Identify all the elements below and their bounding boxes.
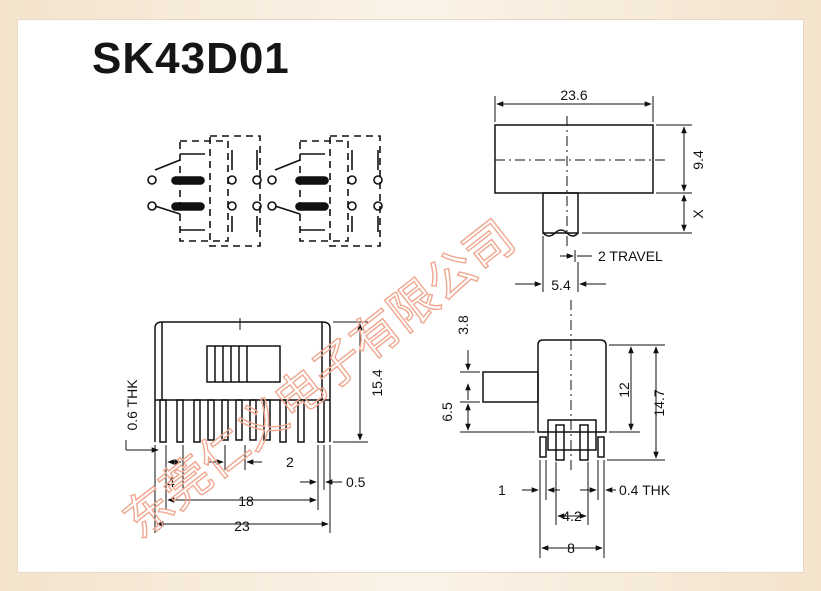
side-actuator xyxy=(542,192,579,234)
side-view xyxy=(494,96,692,292)
dim-span-18-label: 18 xyxy=(238,493,254,509)
dim-pitch-2-label: 2 xyxy=(286,454,294,470)
side-view-labels: 23.6 9.4 X 2 TRAVEL 5.4 xyxy=(551,87,706,293)
dim-width-23-label: 23 xyxy=(234,518,250,534)
front-body-outline xyxy=(154,321,331,442)
dim-x-label: X xyxy=(690,209,706,219)
dim-pin-1-label: 1 xyxy=(498,482,506,498)
watermark-text: 东莞仁义电子有限公司 xyxy=(113,210,526,550)
drawing-sheet xyxy=(18,20,803,572)
dim-width-8-label: 8 xyxy=(567,540,575,556)
dim-pin-thk-label: 0.4 THK xyxy=(619,482,671,498)
dim-width-label: 23.6 xyxy=(560,87,587,103)
dim-pitch-4-label: 4 xyxy=(167,474,175,490)
dim-actuator-65-label: 6.5 xyxy=(439,402,455,422)
end-body-outline xyxy=(537,339,607,433)
end-view xyxy=(460,300,665,558)
dim-body-12-label: 12 xyxy=(616,382,632,398)
thk-06-label: 0.6 THK xyxy=(124,379,140,431)
part-number-title: SK43D01 xyxy=(92,34,290,83)
dim-pitch-42-label: 4.2 xyxy=(562,508,582,524)
dim-actuator-38-label: 3.8 xyxy=(455,315,471,335)
front-view-labels: 0.6 THK 15.4 4 2 18 23 0.5 xyxy=(124,369,385,534)
end-view-labels: 3.8 6.5 12 14.7 1 0.4 THK 4.2 8 xyxy=(439,315,671,556)
front-view xyxy=(125,318,368,533)
front-pins xyxy=(159,399,325,443)
switch-schematic xyxy=(147,135,383,247)
end-actuator xyxy=(482,371,539,403)
front-slider xyxy=(206,345,281,383)
side-body-outline xyxy=(494,124,654,194)
dim-height-label: 9.4 xyxy=(690,150,706,170)
schematic-pole-2 xyxy=(267,135,383,247)
dim-height-154-label: 15.4 xyxy=(369,369,385,396)
schematic-pole-1 xyxy=(147,135,262,247)
dim-total-147-label: 14.7 xyxy=(651,389,667,416)
dim-pin-05-label: 0.5 xyxy=(346,474,366,490)
travel-label: 2 TRAVEL xyxy=(598,248,663,264)
dim-actuator-label: 5.4 xyxy=(551,277,571,293)
